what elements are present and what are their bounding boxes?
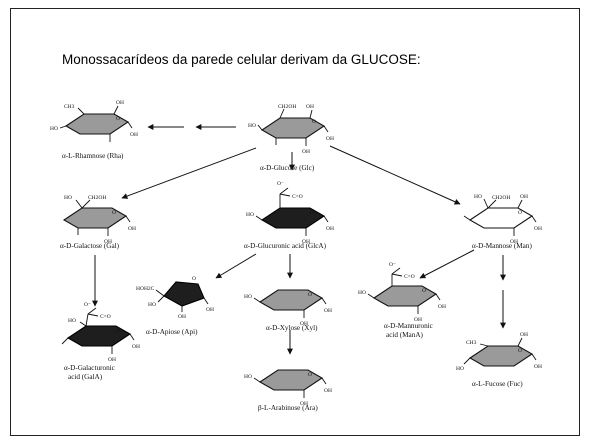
arrow-glucuronic-to-apiose [215, 253, 257, 279]
sugar-galacturonic-acid: O⁻ C=O HO OH OH O α-D-Galacturonic acid … [61, 302, 140, 381]
mannose-sub-ho: HO [474, 194, 482, 200]
mannose-label: α-D-Mannose (Man) [472, 242, 532, 250]
rhamnose-sub-oh1: OH [116, 100, 124, 106]
arrow-mannose-to-mannuronic [419, 249, 475, 279]
glucose-sub-oh2: OH [326, 136, 334, 142]
arrow-glucose-to-galactose [121, 147, 257, 199]
fucose-sub-ho: HO [456, 366, 464, 372]
fucose-sub-ch3: CH3 [466, 340, 477, 346]
sugar-apiose: HOH2C HO OH OH O α-D-Apiose (Api) [136, 276, 214, 336]
fucose-sub-oh1: OH [520, 332, 528, 338]
xylose-sub-oh2: OH [300, 321, 308, 327]
sugar-fucose: CH3 HO OH OH O α-L-Fucose (Fuc) [456, 332, 542, 388]
xylose-sub-o: O [308, 292, 312, 298]
sugar-arabinose: HO OH OH O β-L-Arabinose (Ara) [244, 369, 332, 412]
rhamnose-sub-oh2: OH [130, 132, 138, 138]
fucose-sub-oh2: OH [534, 364, 542, 370]
rhamnose-label: α-L-Rhamnose (Rha) [62, 152, 124, 160]
rhamnose-sub-ho: HO [50, 126, 58, 132]
galacturonic-label-line2: acid (GalA) [68, 373, 103, 381]
galacturonic-sub-ho: HO [68, 318, 76, 324]
galacturonic-sub-o: O [116, 328, 120, 334]
mannose-sub-ch2oh: CH2OH [492, 195, 510, 201]
sugar-mannuronic-acid: O⁻ C=O HO OH OH O α-D-Mannuronic acid (M… [358, 262, 446, 339]
arabinose-sub-o: O [308, 372, 312, 378]
mannuronic-sub-o-minus: O⁻ [389, 262, 396, 268]
glucose-label: α-D-Glucose (Glc) [260, 164, 315, 172]
mannuronic-sub-ho: HO [358, 290, 366, 296]
glucuronic-sub-oh2: OH [302, 239, 310, 245]
galactose-label: α-D-Galactose (Gal) [60, 242, 120, 250]
sugar-rhamnose: CH3 HO OH OH O α-L-Rhamnose (Rha) [50, 100, 138, 160]
galacturonic-label-line1: α-D-Galacturonic [64, 364, 115, 372]
apiose-sub-hoh2c: HOH2C [136, 286, 155, 292]
mannose-sub-o: O [518, 210, 522, 216]
apiose-label: α-D-Apiose (Api) [146, 328, 198, 336]
apiose-sub-ho: HO [148, 302, 156, 308]
arrow-glucose-to-mannose [329, 145, 461, 205]
glucose-sub-o: O [312, 119, 316, 125]
glucuronic-sub-o-minus: O⁻ [277, 181, 284, 187]
rhamnose-sub-ch3: CH3 [64, 104, 75, 110]
sugar-glucuronic-acid: O⁻ C=O HO OH OH O α-D-Glucuronic acid (G… [244, 181, 334, 250]
mannuronic-sub-oh1: OH [438, 304, 446, 310]
mannose-sub-oh2: OH [534, 226, 542, 232]
galactose-sub-ch2oh: CH2OH [88, 195, 106, 201]
mannuronic-label-line2: acid (ManA) [386, 331, 424, 339]
xylose-sub-ho: HO [244, 294, 252, 300]
xylose-sub-oh1: OH [324, 308, 332, 314]
galacturonic-sub-oh1: OH [132, 344, 140, 350]
mannose-sub-oh1: OH [520, 194, 528, 200]
sugar-xylose: HO OH OH O α-D-Xylose (Xyl) [244, 289, 332, 332]
glucuronic-sub-o: O [310, 210, 314, 216]
galactose-sub-ho: HO [64, 195, 72, 201]
arabinose-sub-oh2: OH [300, 401, 308, 407]
xylose-label: α-D-Xylose (Xyl) [266, 324, 318, 332]
galactose-sub-oh2: OH [104, 239, 112, 245]
arabinose-sub-ho: HO [244, 374, 252, 380]
galacturonic-sub-o-minus: O⁻ [84, 302, 91, 308]
galacturonic-sub-oh2: OH [108, 357, 116, 363]
glucuronic-sub-oh1: OH [326, 226, 334, 232]
mannuronic-sub-o: O [422, 288, 426, 294]
sugar-galactose: HO CH2OH OH OH O α-D-Galactose (Gal) [60, 195, 136, 250]
apiose-sub-o: O [192, 276, 196, 282]
mannuronic-sub-co: C=O [404, 274, 415, 280]
sugar-mannose: HO CH2OH OH OH OH O α-D-Mannose (Man) [463, 194, 542, 250]
rhamnose-sub-o: O [116, 116, 120, 122]
glucose-sub-oh3: OH [302, 149, 310, 155]
glucuronic-label: α-D-Glucuronic acid (GlcA) [244, 242, 327, 250]
slide-title: Monossacarídeos da parede celular deriva… [62, 52, 421, 67]
sugar-glucose: CH2OH HO OH OH OH O α-D-Glucose (Glc) [248, 104, 334, 172]
glucose-sub-ch2oh: CH2OH [278, 104, 296, 110]
apiose-sub-oh1: OH [178, 314, 186, 320]
apiose-sub-oh2: OH [206, 307, 214, 313]
mannuronic-label-line1: α-D-Mannuronic [384, 322, 433, 330]
mannose-sub-oh3: OH [510, 239, 518, 245]
fucose-label: α-L-Fucose (Fuc) [472, 380, 523, 388]
fucose-sub-o: O [518, 348, 522, 354]
mannuronic-sub-oh2: OH [414, 317, 422, 323]
glucuronic-sub-ho: HO [246, 212, 254, 218]
glucose-sub-ho: HO [248, 123, 256, 129]
galacturonic-sub-co: C=O [100, 314, 111, 320]
arabinose-label: β-L-Arabinose (Ara) [258, 404, 318, 412]
galactose-sub-oh1: OH [128, 226, 136, 232]
galactose-sub-o: O [112, 210, 116, 216]
arabinose-sub-oh1: OH [324, 388, 332, 394]
pathway-arrows [92, 124, 506, 355]
glucuronic-sub-co: C=O [292, 194, 303, 200]
glucose-sub-oh1: OH [306, 104, 314, 110]
